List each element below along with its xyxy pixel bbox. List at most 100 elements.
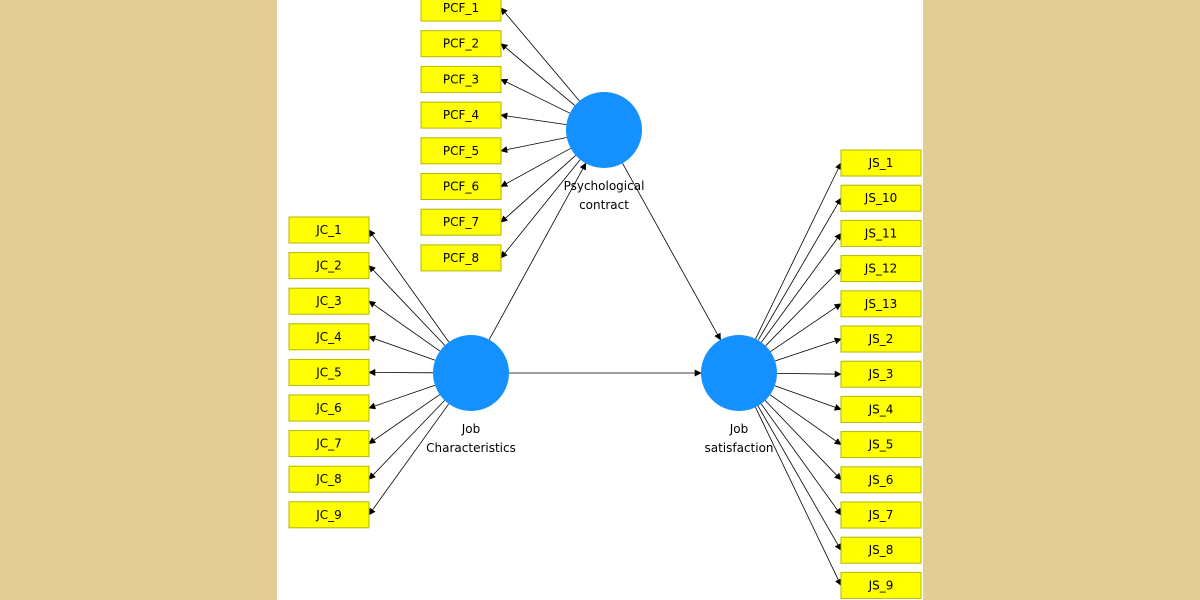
indicator-rect[interactable] xyxy=(840,149,922,177)
loading-arrow xyxy=(500,79,571,114)
indicator-rect[interactable] xyxy=(840,466,922,494)
indicator-label: JS_8 xyxy=(868,543,894,557)
indicator-box[interactable]: PCF_6 xyxy=(420,173,502,200)
indicator-box[interactable]: PCF_8 xyxy=(420,244,502,272)
indicator-box[interactable]: JS_5 xyxy=(840,431,922,459)
indicator-rect[interactable] xyxy=(840,325,922,353)
loading-arrow xyxy=(774,337,842,362)
indicator-box[interactable]: JS_4 xyxy=(840,395,922,423)
indicator-rect[interactable] xyxy=(288,287,370,315)
loading-arrow xyxy=(770,303,842,353)
indicator-box[interactable]: JS_12 xyxy=(840,255,922,283)
indicator-rect[interactable] xyxy=(288,252,370,280)
indicator-label: JS_10 xyxy=(864,191,897,205)
construct-job-characteristics[interactable]: Job Characteristics xyxy=(426,335,516,455)
loading-arrow xyxy=(500,7,580,102)
indicator-box[interactable]: JC_1 xyxy=(288,216,370,244)
indicator-rect[interactable] xyxy=(840,360,922,388)
indicator-box[interactable]: JS_1 xyxy=(840,149,922,177)
indicator-box[interactable]: JC_9 xyxy=(288,501,370,529)
indicator-box[interactable]: PCF_2 xyxy=(420,30,502,58)
indicator-label: JS_13 xyxy=(864,297,897,311)
indicator-rect[interactable] xyxy=(420,65,502,93)
indicator-rect[interactable] xyxy=(288,216,370,244)
indicator-label: JC_4 xyxy=(315,330,342,344)
indicator-box[interactable]: JS_2 xyxy=(840,325,922,353)
indicator-box[interactable]: JC_4 xyxy=(288,323,370,351)
indicator-label: JC_2 xyxy=(315,259,342,273)
loading-arrow xyxy=(368,335,436,361)
construct-circle-psychological-contract[interactable] xyxy=(566,92,642,168)
indicator-box[interactable]: JS_3 xyxy=(840,360,922,388)
loading-arrow xyxy=(368,265,446,346)
indicator-rect[interactable] xyxy=(840,536,922,564)
construct-label-line2: contract xyxy=(579,198,629,212)
indicator-rect[interactable] xyxy=(420,244,502,272)
indicators-layer: PCF_1PCF_2PCF_3PCF_4PCF_5PCF_6PCF_7PCF_8… xyxy=(288,0,922,599)
indicator-rect[interactable] xyxy=(420,137,502,165)
loading-arrow xyxy=(760,403,842,516)
indicator-rect[interactable] xyxy=(288,430,370,458)
indicator-rect[interactable] xyxy=(840,395,922,423)
indicator-rect[interactable] xyxy=(840,184,922,212)
indicator-box[interactable]: PCF_4 xyxy=(420,101,502,129)
indicator-box[interactable]: PCF_5 xyxy=(420,137,502,165)
loading-arrow xyxy=(765,268,842,347)
loading-arrow xyxy=(368,400,445,480)
indicator-label: JS_9 xyxy=(868,578,894,592)
construct-job-satisfaction[interactable]: Job satisfaction xyxy=(701,335,777,455)
indicator-label: PCF_1 xyxy=(443,1,479,15)
indicator-rect[interactable] xyxy=(420,173,502,200)
indicator-label: JC_3 xyxy=(315,294,342,308)
loading-arrow xyxy=(500,137,567,153)
indicator-box[interactable]: JS_11 xyxy=(840,219,922,247)
indicator-rect[interactable] xyxy=(840,219,922,247)
indicator-box[interactable]: JC_2 xyxy=(288,252,370,280)
loading-arrow xyxy=(500,112,567,125)
loading-arrow xyxy=(368,229,450,343)
indicator-rect[interactable] xyxy=(420,0,502,22)
indicator-box[interactable]: JC_6 xyxy=(288,394,370,422)
indicator-rect[interactable] xyxy=(420,208,502,236)
construct-circle-job-characteristics[interactable] xyxy=(433,335,509,411)
indicator-label: JC_8 xyxy=(315,472,342,486)
indicator-rect[interactable] xyxy=(288,323,370,351)
loading-arrow xyxy=(368,403,450,516)
indicator-box[interactable]: JC_8 xyxy=(288,465,370,493)
indicator-box[interactable]: PCF_7 xyxy=(420,208,502,236)
indicator-rect[interactable] xyxy=(840,290,922,318)
indicator-box[interactable]: JC_5 xyxy=(288,358,370,386)
indicator-rect[interactable] xyxy=(288,358,370,386)
loading-arrow xyxy=(769,394,842,446)
constructs-layer: Psychological contract Job Characteristi… xyxy=(426,92,777,455)
construct-label-line2: Characteristics xyxy=(426,441,516,455)
indicator-rect[interactable] xyxy=(420,30,502,58)
indicator-box[interactable]: JS_6 xyxy=(840,466,922,494)
indicator-label: JS_1 xyxy=(868,156,894,170)
indicator-rect[interactable] xyxy=(288,394,370,422)
loading-arrow xyxy=(500,155,576,223)
indicator-box[interactable]: PCF_3 xyxy=(420,65,502,93)
indicator-box[interactable]: JC_3 xyxy=(288,287,370,315)
indicator-box[interactable]: JS_13 xyxy=(840,290,922,318)
construct-psychological-contract[interactable]: Psychological contract xyxy=(564,92,645,212)
indicator-label: PCF_8 xyxy=(443,251,479,265)
indicator-rect[interactable] xyxy=(420,101,502,129)
construct-circle-job-satisfaction[interactable] xyxy=(701,335,777,411)
indicator-box[interactable]: PCF_1 xyxy=(420,0,502,22)
indicator-box[interactable]: JS_8 xyxy=(840,536,922,564)
indicator-rect[interactable] xyxy=(840,501,922,529)
indicator-rect[interactable] xyxy=(840,255,922,283)
indicator-box[interactable]: JS_9 xyxy=(840,571,922,599)
indicator-rect[interactable] xyxy=(288,465,370,493)
construct-label-line1: Job xyxy=(729,422,749,436)
loading-arrow xyxy=(368,394,441,444)
indicator-rect[interactable] xyxy=(840,571,922,599)
indicator-label: JC_7 xyxy=(315,437,342,451)
indicator-label: JC_1 xyxy=(315,223,342,237)
indicator-box[interactable]: JC_7 xyxy=(288,430,370,458)
indicator-rect[interactable] xyxy=(840,431,922,459)
indicator-box[interactable]: JS_10 xyxy=(840,184,922,212)
indicator-box[interactable]: JS_7 xyxy=(840,501,922,529)
indicator-rect[interactable] xyxy=(288,501,370,529)
